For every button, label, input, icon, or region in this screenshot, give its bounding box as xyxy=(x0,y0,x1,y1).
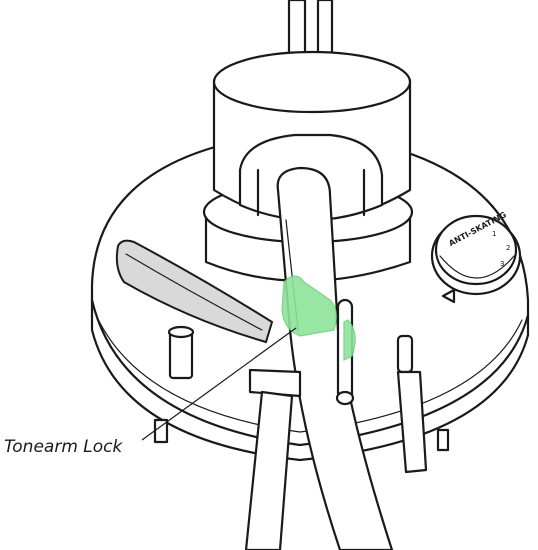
dial-number-3: 3 xyxy=(500,260,504,268)
left-post xyxy=(167,325,195,380)
tonearm-lock-highlight xyxy=(281,275,356,361)
base-feet xyxy=(153,418,450,452)
dial-number-1: 1 xyxy=(492,230,496,238)
tonearm-lock-label: Tonearm Lock xyxy=(4,437,124,457)
dial-number-2: 2 xyxy=(506,244,510,252)
anti-skating-dial: ANTI-SKATING 1 2 3 xyxy=(430,210,522,304)
lift-lever xyxy=(115,239,274,344)
callout-leader-line xyxy=(141,327,297,441)
cue-lever xyxy=(396,334,428,474)
